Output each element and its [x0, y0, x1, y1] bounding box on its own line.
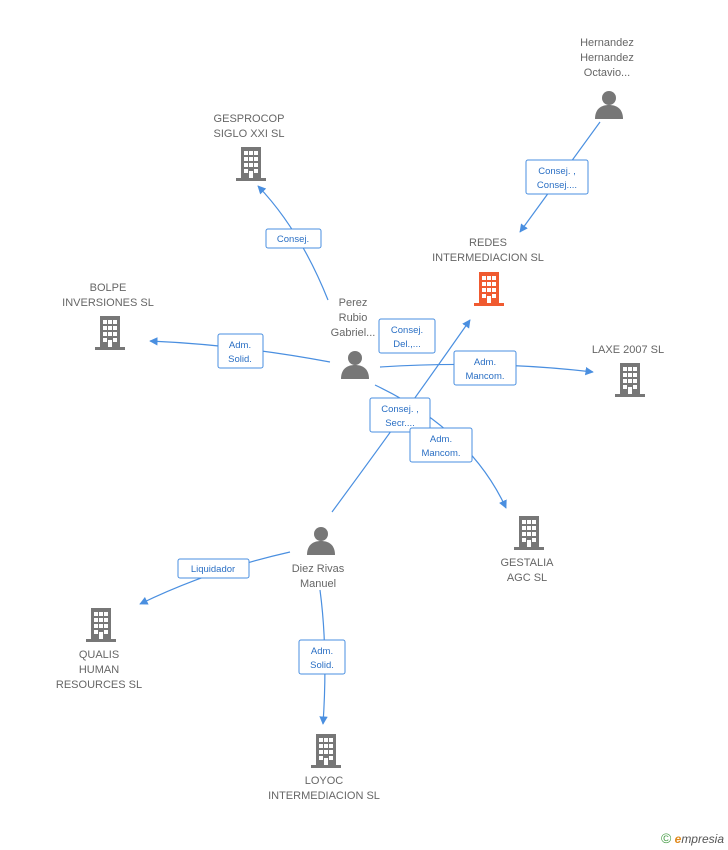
building-icon	[236, 147, 266, 181]
node-label: Octavio...	[584, 67, 630, 79]
copyright-icon: ©	[660, 830, 672, 846]
node-label: RESOURCES SL	[56, 679, 142, 691]
node-label: GESTALIA	[501, 557, 555, 569]
relation-perez-gestalia[interactable]: Adm. Mancom.	[409, 427, 473, 463]
relation-perez-bolpe[interactable]: Adm. Solid.	[217, 333, 264, 369]
node-label: Perez	[339, 297, 368, 309]
relation-label: Liquidador	[191, 564, 235, 575]
building-icon	[474, 272, 504, 306]
relation-hernandez-redes[interactable]: Consej. , Consej....	[525, 159, 589, 195]
relation-label: Consej. ,	[538, 166, 576, 177]
company-laxe[interactable]: LAXE 2007 SL	[592, 344, 664, 397]
relation-label: Consej.	[391, 325, 423, 336]
relation-diez-qualis[interactable]: Liquidador	[177, 558, 250, 579]
person-icon	[595, 91, 623, 119]
node-label: Gabriel...	[331, 327, 376, 339]
relation-perez-gesprocop[interactable]: Consej.	[265, 228, 322, 249]
relation-label: Adm.	[229, 340, 251, 351]
relation-label: Del.,...	[393, 339, 420, 350]
relation-label: Adm.	[430, 434, 452, 445]
relation-label: Adm.	[311, 646, 333, 657]
relation-labels: Consej. , Consej.... Consej. Adm. Solid.…	[177, 159, 589, 675]
person-diez[interactable]: Diez Rivas Manuel	[292, 527, 345, 590]
node-label: INTERMEDIACION SL	[268, 790, 380, 802]
node-label: HUMAN	[79, 664, 119, 676]
node-label: REDES	[469, 237, 507, 249]
company-qualis[interactable]: QUALIS HUMAN RESOURCES SL	[56, 608, 142, 691]
relation-label: Consej. ,	[381, 404, 419, 415]
relation-perez-laxe[interactable]: Adm. Mancom.	[453, 350, 517, 386]
person-icon	[341, 351, 369, 379]
relation-label: Secr....	[385, 418, 415, 429]
relation-label: Adm.	[474, 357, 496, 368]
node-label: BOLPE	[90, 282, 127, 294]
footer-brand: © empresia	[661, 830, 724, 846]
node-label: INVERSIONES SL	[62, 297, 154, 309]
relation-label: Solid.	[310, 660, 334, 671]
relation-diez-redes[interactable]: Consej. , Secr....	[369, 397, 431, 433]
building-icon	[615, 363, 645, 397]
building-icon	[95, 316, 125, 350]
relation-label: Mancom.	[465, 371, 504, 382]
node-label: Hernandez	[580, 52, 634, 64]
node-label: Diez Rivas	[292, 563, 345, 575]
node-label: INTERMEDIACION SL	[432, 252, 544, 264]
node-label: QUALIS	[79, 649, 119, 661]
person-icon	[307, 527, 335, 555]
company-gesprocop[interactable]: GESPROCOP SIGLO XXI SL	[214, 113, 285, 181]
company-gestalia[interactable]: GESTALIA AGC SL	[501, 516, 555, 584]
building-icon	[514, 516, 544, 550]
node-label: Rubio	[339, 312, 368, 324]
relation-label: Consej.	[277, 234, 309, 245]
brand-initial: e	[674, 832, 682, 846]
company-bolpe[interactable]: BOLPE INVERSIONES SL	[62, 282, 154, 350]
node-label: Hernandez	[580, 37, 634, 49]
company-loyoc[interactable]: LOYOC INTERMEDIACION SL	[268, 734, 380, 802]
node-label: LAXE 2007 SL	[592, 344, 664, 356]
brand-name: mpresia	[681, 832, 724, 846]
company-redes[interactable]: REDES INTERMEDIACION SL	[432, 237, 544, 306]
relation-diez-loyoc[interactable]: Adm. Solid.	[298, 639, 346, 675]
node-label: LOYOC	[305, 775, 344, 787]
person-hernandez[interactable]: Hernandez Hernandez Octavio...	[580, 37, 634, 119]
node-label: GESPROCOP	[214, 113, 285, 125]
person-perez[interactable]: Perez Rubio Gabriel...	[331, 297, 376, 379]
building-icon	[311, 734, 341, 768]
relation-perez-redes[interactable]: Consej. Del.,...	[378, 318, 436, 354]
building-icon	[86, 608, 116, 642]
node-label: SIGLO XXI SL	[214, 128, 285, 140]
node-label: Manuel	[300, 578, 336, 590]
node-label: AGC SL	[507, 572, 547, 584]
relation-label: Solid.	[228, 354, 252, 365]
relation-label: Consej....	[537, 180, 577, 191]
relation-label: Mancom.	[421, 448, 460, 459]
